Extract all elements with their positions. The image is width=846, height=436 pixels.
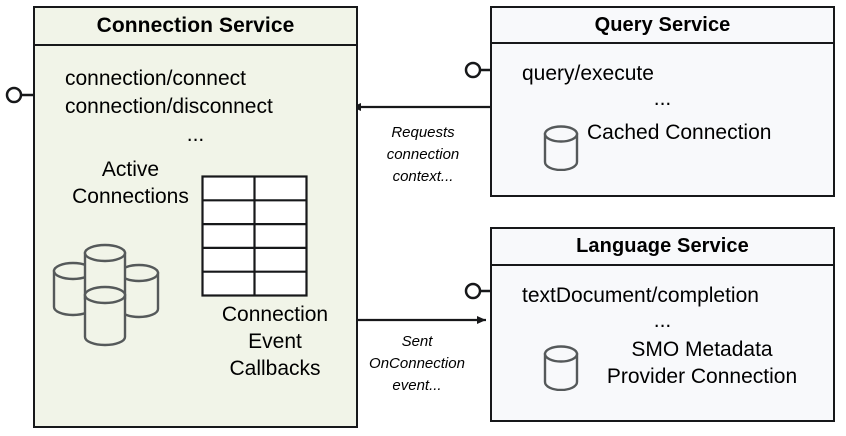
cached-connection-label: Cached Connection <box>587 121 772 144</box>
connection-service-ellipsis: ... <box>186 123 205 146</box>
connection-service-title: Connection Service <box>35 8 356 46</box>
table-grid-icon <box>201 175 308 297</box>
database-cluster-icon <box>52 243 160 347</box>
component-query-service[interactable]: Query Service query/execute ... Cached C… <box>490 6 835 197</box>
operation-connection-connect: connection/connect <box>65 67 246 90</box>
language-service-title: Language Service <box>492 229 833 266</box>
language-service-ellipsis: ... <box>653 309 672 332</box>
edge-label-sent-onconnection-event: Sent OnConnection event... <box>369 333 465 394</box>
smo-metadata-provider-connection-label: SMO Metadata Provider Connection <box>606 338 798 388</box>
component-language-service[interactable]: Language Service textDocument/completion… <box>490 227 835 422</box>
query-service-title: Query Service <box>492 8 833 44</box>
database-icon <box>543 125 579 171</box>
operation-query-execute: query/execute <box>522 62 654 85</box>
edge-label-requests-connection-context: Requests connection context... <box>386 124 460 185</box>
connection-event-callbacks-label: Connection Event Callbacks <box>221 303 329 380</box>
query-service-ellipsis: ... <box>653 87 672 110</box>
operation-connection-disconnect: connection/disconnect <box>65 95 273 118</box>
query-service-body: query/execute ... Cached Connection <box>492 44 833 197</box>
language-service-body: textDocument/completion ... SMO Metadata… <box>492 266 833 422</box>
active-connections-label: Active Connections <box>72 158 189 208</box>
database-icon <box>543 345 579 391</box>
connection-service-body: connection/connect connection/disconnect… <box>35 46 356 428</box>
component-connection-service[interactable]: Connection Service connection/connect co… <box>33 6 358 428</box>
operation-textdocument-completion: textDocument/completion <box>522 284 759 307</box>
